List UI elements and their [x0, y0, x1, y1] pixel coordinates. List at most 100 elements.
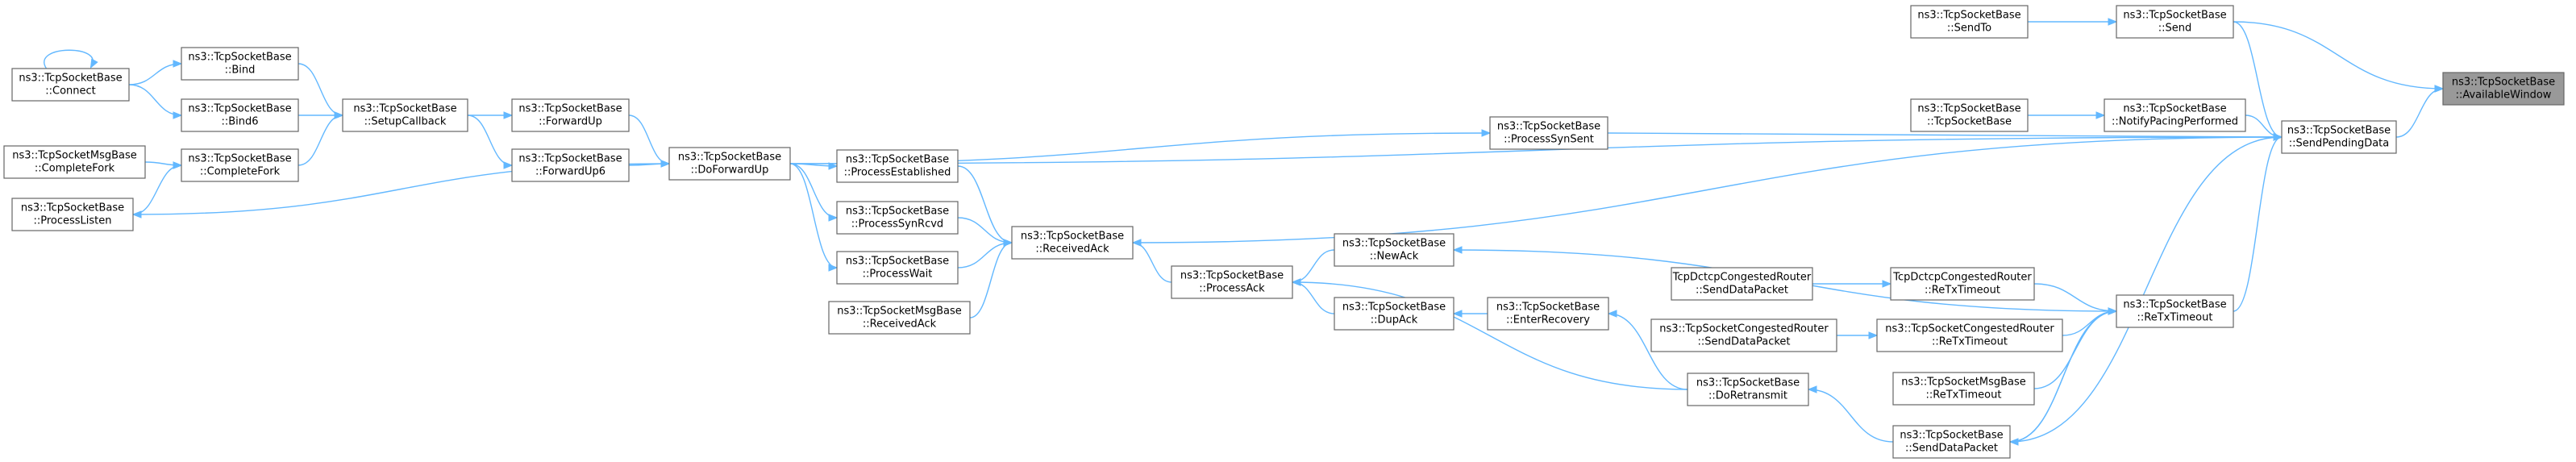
arrowhead-msg_received_ack-to-received_ack: [1003, 239, 1013, 247]
node-box[interactable]: [11, 68, 130, 102]
edge-setup_callback-to-forward_up6: [467, 114, 513, 166]
node-available-window[interactable]: ns3::TcpSocketBase::AvailableWindow: [2442, 72, 2565, 106]
node-box[interactable]: [511, 98, 630, 132]
edge-complete_fork-to-setup_callback: [298, 114, 343, 166]
edge-forward_up-to-do_forward_up: [628, 114, 670, 164]
node-forward-up[interactable]: ns3::TcpSocketBase::ForwardUp: [511, 98, 630, 132]
node-box[interactable]: [1171, 265, 1293, 299]
node-dup-ack[interactable]: ns3::TcpSocketBase::DupAck: [1334, 297, 1454, 331]
arrowhead-process_ack-to-received_ack: [1131, 239, 1142, 247]
node-box[interactable]: [836, 201, 959, 235]
node-connect[interactable]: ns3::TcpSocketBase::Connect: [11, 68, 130, 102]
edge-received_ack-to-send_pending_data: [1132, 136, 2283, 243]
node-box[interactable]: [1671, 267, 1813, 301]
node-box[interactable]: [836, 149, 959, 183]
arrowhead-complete_fork-to-setup_callback: [334, 111, 344, 119]
node-dctcp-re-tx-timeout[interactable]: TcpDctcpCongestedRouter::ReTxTimeout: [1890, 267, 2035, 301]
node-box[interactable]: [2281, 120, 2397, 154]
node-box[interactable]: [1910, 98, 2029, 132]
node-process-syn-rcvd[interactable]: ns3::TcpSocketBase::ProcessSynRcvd: [836, 201, 959, 235]
node-msg-received-ack[interactable]: ns3::TcpSocketMsgBase::ReceivedAck: [828, 301, 971, 335]
node-forward-up6[interactable]: ns3::TcpSocketBase::ForwardUp6: [511, 148, 630, 182]
node-do-retransmit[interactable]: ns3::TcpSocketBase::DoRetransmit: [1687, 373, 1809, 406]
arrowhead-dctcp_send_data_packet-to-dctcp_re_tx_timeout: [1882, 280, 1892, 288]
node-box[interactable]: [2442, 72, 2565, 106]
arrowhead-do_forward_up-to-process_established: [828, 162, 839, 170]
node-box[interactable]: [2116, 5, 2234, 39]
node-process-established[interactable]: ns3::TcpSocketBase::ProcessEstablished: [836, 149, 959, 183]
arrowhead-do_forward_up-to-process_syn_rcvd: [828, 214, 839, 222]
node-congested-send-data-packet[interactable]: ns3::TcpSocketCongestedRouter::SendDataP…: [1650, 318, 1837, 352]
node-box[interactable]: [181, 98, 299, 132]
arrowhead-do_retransmit-to-process_ack: [1291, 278, 1301, 286]
edge-do_forward_up-to-process_syn_rcvd: [789, 163, 838, 219]
node-box[interactable]: [1011, 226, 1134, 260]
node-process-listen[interactable]: ns3::TcpSocketBase::ProcessListen: [11, 198, 134, 231]
node-box[interactable]: [1489, 116, 1608, 150]
node-box[interactable]: [1334, 233, 1454, 267]
node-bind[interactable]: ns3::TcpSocketBase::Bind: [181, 47, 299, 81]
node-congested-re-tx-timeout[interactable]: ns3::TcpSocketCongestedRouter::ReTxTimeo…: [1876, 318, 2063, 352]
node-send-to[interactable]: ns3::TcpSocketBase::SendTo: [1910, 5, 2029, 39]
arrowhead-do_forward_up-to-process_listen: [131, 210, 142, 219]
node-box[interactable]: [1890, 267, 2035, 301]
node-process-wait[interactable]: ns3::TcpSocketBase::ProcessWait: [836, 251, 959, 285]
node-send[interactable]: ns3::TcpSocketBase::Send: [2116, 5, 2234, 39]
arrowhead-re_tx_timeout-to-send_data_packet: [2008, 438, 2019, 446]
nodes-layer: ns3::TcpSocketBase::AvailableWindowns3::…: [3, 5, 2565, 459]
arrowhead-do_forward_up-to-process_syn_sent: [1481, 129, 1492, 137]
edge-send_data_packet-to-send_pending_data: [2009, 136, 2283, 443]
node-msg-complete-fork[interactable]: ns3::TcpSocketMsgBase::CompleteFork: [3, 145, 146, 179]
node-box[interactable]: [2116, 294, 2234, 328]
node-bind6[interactable]: ns3::TcpSocketBase::Bind6: [181, 98, 299, 132]
node-box[interactable]: [1892, 425, 2011, 459]
node-process-syn-sent[interactable]: ns3::TcpSocketBase::ProcessSynSent: [1489, 116, 1608, 150]
edge-send-to-available_window: [2233, 21, 2444, 89]
node-send-data-packet[interactable]: ns3::TcpSocketBase::SendDataPacket: [1892, 425, 2011, 459]
arrowhead-connect-to-connect: [89, 58, 98, 69]
node-send-pending-data[interactable]: ns3::TcpSocketBase::SendPendingData: [2281, 120, 2397, 154]
edge-re_tx_timeout-to-send_data_packet: [2009, 310, 2117, 443]
node-box[interactable]: [1892, 372, 2035, 406]
edge-do_forward_up-to-process_wait: [789, 163, 838, 268]
node-do-forward-up[interactable]: ns3::TcpSocketBase::DoForwardUp: [668, 147, 791, 181]
node-box[interactable]: [668, 147, 791, 181]
node-tcp-socket-base-ctor[interactable]: ns3::TcpSocketBase::TcpSocketBase: [1910, 98, 2029, 132]
node-box[interactable]: [181, 148, 299, 182]
edge-send_data_packet-to-do_retransmit: [1808, 389, 1894, 443]
node-re-tx-timeout[interactable]: ns3::TcpSocketBase::ReTxTimeout: [2116, 294, 2234, 328]
node-box[interactable]: [1650, 318, 1837, 352]
node-msg-re-tx-timeout[interactable]: ns3::TcpSocketMsgBase::ReTxTimeout: [1892, 372, 2035, 406]
node-dctcp-send-data-packet[interactable]: TcpDctcpCongestedRouter::SendDataPacket: [1671, 267, 1813, 301]
edge-send-to-send_pending_data: [2233, 21, 2283, 138]
node-box[interactable]: [836, 251, 959, 285]
node-box[interactable]: [828, 301, 971, 335]
node-new-ack[interactable]: ns3::TcpSocketBase::NewAck: [1334, 233, 1454, 267]
node-box[interactable]: [1876, 318, 2063, 352]
node-box[interactable]: [11, 198, 134, 231]
node-box[interactable]: [1687, 373, 1809, 406]
node-enter-recovery[interactable]: ns3::TcpSocketBase::EnterRecovery: [1487, 297, 1609, 331]
node-box[interactable]: [2104, 98, 2246, 132]
node-box[interactable]: [511, 148, 630, 182]
edge-re_tx_timeout-to-send_pending_data: [2233, 136, 2283, 312]
node-box[interactable]: [1334, 297, 1454, 331]
arrowhead-connect-to-bind: [173, 60, 183, 68]
edge-notify_pacing-to-send_pending_data: [2245, 114, 2283, 138]
node-setup-callback[interactable]: ns3::TcpSocketBase::SetupCallback: [342, 98, 468, 132]
node-complete-fork[interactable]: ns3::TcpSocketBase::CompleteFork: [181, 148, 299, 182]
node-box[interactable]: [3, 145, 146, 179]
edge-dup_ack-to-process_ack: [1292, 281, 1335, 314]
arrowhead-connect-to-bind6: [173, 111, 183, 119]
arrowhead-setup_callback-to-forward_up6: [503, 161, 514, 169]
node-box[interactable]: [342, 98, 468, 132]
node-box[interactable]: [1487, 297, 1609, 331]
edge-new_ack-to-process_ack: [1292, 249, 1335, 283]
node-notify-pacing[interactable]: ns3::TcpSocketBase::NotifyPacingPerforme…: [2104, 98, 2246, 132]
edge-do_retransmit-to-enter_recovery: [1608, 313, 1688, 390]
node-received-ack[interactable]: ns3::TcpSocketBase::ReceivedAck: [1011, 226, 1134, 260]
node-box[interactable]: [1910, 5, 2029, 39]
node-box[interactable]: [181, 47, 299, 81]
node-process-ack[interactable]: ns3::TcpSocketBase::ProcessAck: [1171, 265, 1293, 299]
